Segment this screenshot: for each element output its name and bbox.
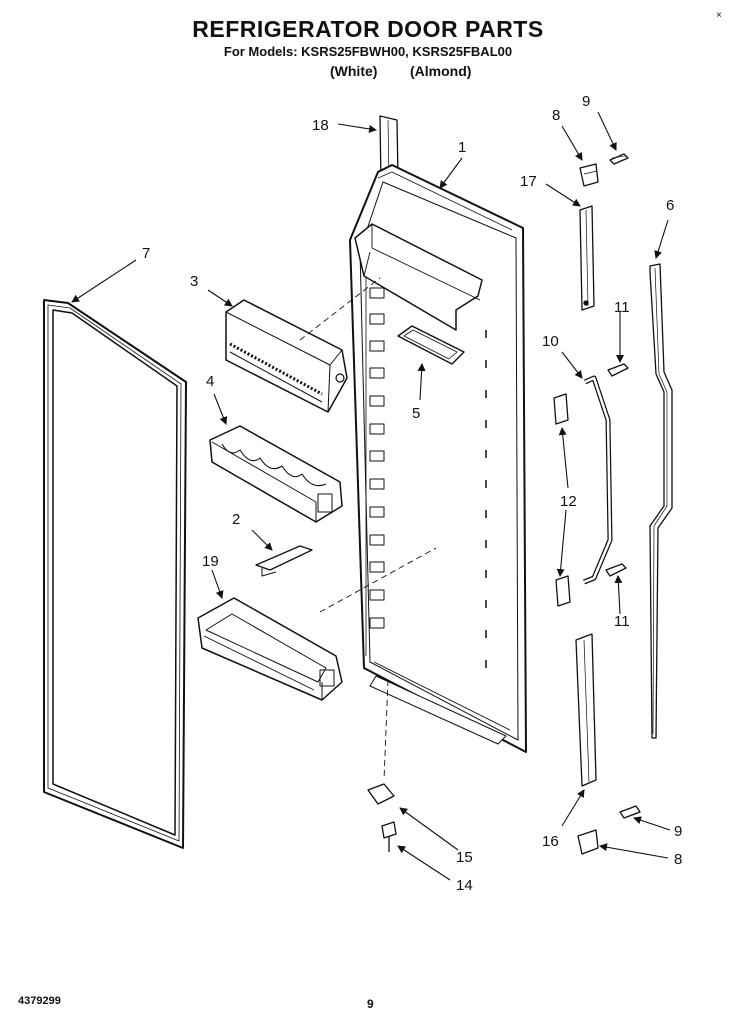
arrow-8-bottom	[599, 843, 669, 859]
upper-hinge-strip-part	[579, 205, 595, 311]
callout-4: 4	[206, 373, 214, 390]
callout-18: 18	[312, 117, 329, 134]
handle-trim-strip-part	[649, 263, 673, 739]
callout-3: 3	[190, 273, 198, 290]
arrow-14	[397, 845, 451, 881]
arrow-17	[545, 183, 581, 207]
callout-11-top: 11	[614, 299, 630, 316]
callout-5: 5	[412, 405, 420, 422]
arrow-15	[399, 807, 459, 851]
arrow-11-bottom	[614, 575, 623, 615]
arrow-12-up	[558, 427, 569, 489]
callout-2: 2	[232, 511, 240, 528]
door-gasket-part	[43, 299, 187, 849]
handle-end-cap-upper-part	[553, 393, 569, 425]
hinge-bushing-part	[367, 783, 395, 805]
callout-8-bottom: 8	[674, 851, 682, 868]
handle-end-cap-lower-part	[555, 575, 571, 607]
hinge-screw-part	[381, 821, 397, 852]
callout-1: 1	[458, 139, 466, 156]
top-screw-part	[609, 153, 629, 165]
retainer-clip-part	[255, 545, 313, 577]
arrow-8-top	[561, 125, 583, 161]
callout-11-bottom: 11	[614, 613, 630, 630]
arrow-12-down	[556, 509, 567, 577]
document-number: 4379299	[18, 995, 61, 1007]
dairy-cover-part	[225, 299, 348, 413]
color-almond-label: (Almond)	[410, 63, 472, 79]
top-hinge-block-part	[579, 163, 599, 187]
handle-bracket-part	[583, 375, 613, 585]
callout-6: 6	[666, 197, 674, 214]
model-numbers: For Models: KSRS25FBWH00, KSRS25FBAL00	[223, 44, 513, 59]
page-title: REFRIGERATOR DOOR PARTS	[192, 16, 544, 42]
callout-15: 15	[456, 849, 473, 866]
callout-7: 7	[142, 245, 150, 262]
egg-tray-part	[397, 325, 465, 365]
bottom-screw-part	[619, 805, 641, 819]
callout-17: 17	[520, 173, 537, 190]
callout-8-top: 8	[552, 107, 560, 124]
callout-9-bottom: 9	[674, 823, 682, 840]
callout-9-top: 9	[582, 93, 590, 110]
arrow-7	[71, 259, 137, 303]
bottom-hinge-block-part	[577, 829, 599, 855]
arrow-9-top	[597, 111, 617, 151]
corner-mark: ×	[716, 10, 722, 21]
door-liner-part	[349, 164, 527, 753]
arrow-4	[213, 393, 228, 425]
egg-bin-part	[209, 425, 343, 523]
handle-screw-lower-part	[605, 563, 627, 577]
color-white-label: (White)	[330, 63, 378, 79]
arrow-5	[417, 363, 426, 401]
arrow-10	[561, 351, 583, 379]
arrow-1	[439, 157, 463, 189]
callout-16: 16	[542, 833, 559, 850]
arrow-6	[654, 219, 669, 259]
lower-trim-strip-part	[575, 633, 597, 787]
door-bin-part	[197, 597, 343, 701]
callout-14: 14	[456, 877, 473, 894]
arrow-18	[337, 123, 377, 133]
arrow-2	[251, 529, 273, 551]
page-number: 9	[367, 997, 374, 1011]
arrow-19	[211, 569, 224, 599]
callout-10: 10	[542, 333, 559, 350]
handle-screw-upper-part	[607, 363, 629, 377]
callout-12: 12	[560, 493, 577, 510]
arrow-16	[561, 789, 585, 827]
arrow-9-bottom	[633, 816, 671, 831]
arrow-3	[207, 289, 233, 307]
callout-19: 19	[202, 553, 219, 570]
